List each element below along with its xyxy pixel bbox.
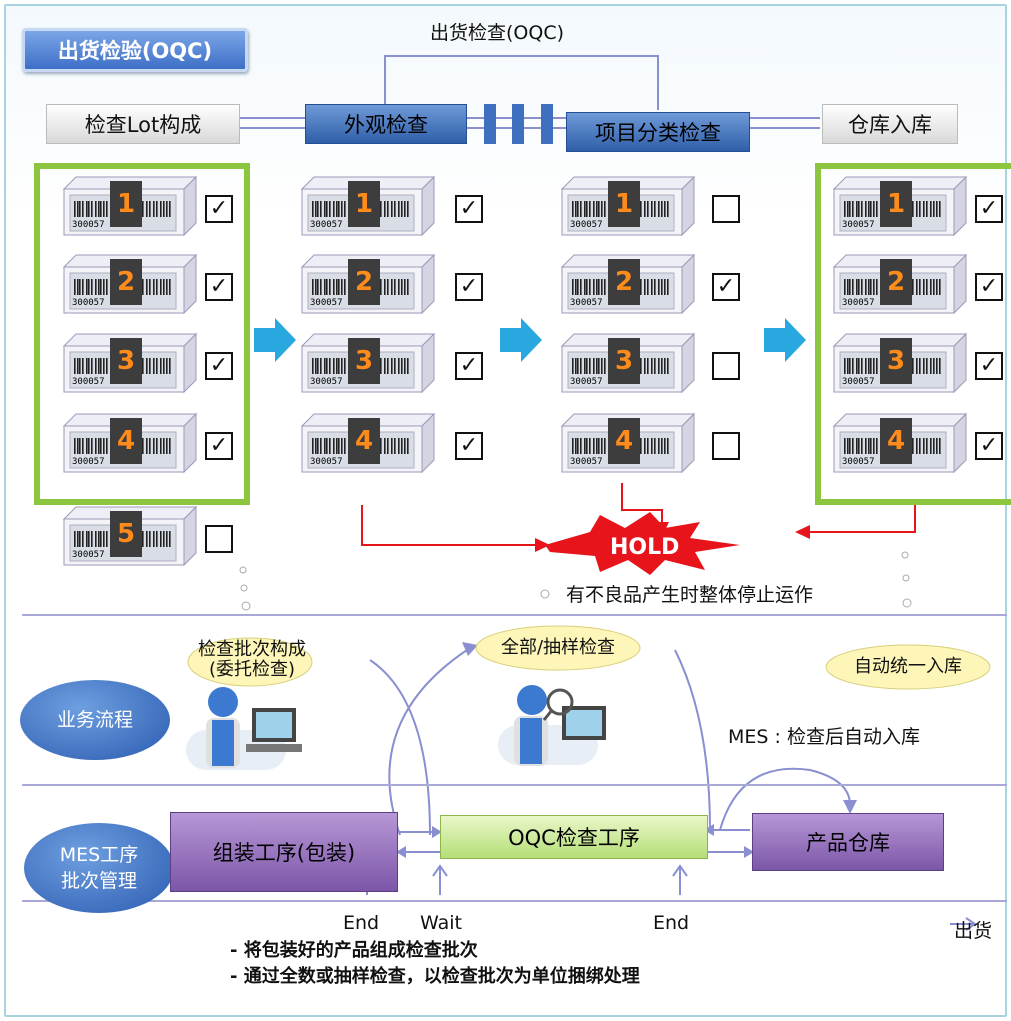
box-code-text: 300057 xyxy=(72,550,105,560)
box-number-col2-3: 3 xyxy=(348,338,380,384)
oqc-loop-label: 出货检查(OQC) xyxy=(430,22,565,44)
box-code-text: 300057 xyxy=(842,457,875,467)
person-magnifier-icon xyxy=(498,685,606,766)
divider-3 xyxy=(22,900,1007,902)
box-code-text: 300057 xyxy=(570,220,603,230)
box-number-col4-3: 3 xyxy=(880,338,912,384)
checkbox-col3-3[interactable] xyxy=(712,352,740,380)
box-number-col1-4: 4 xyxy=(110,418,142,464)
box-number-col2-1: 1 xyxy=(348,181,380,227)
proc-product-warehouse: 产品仓库 xyxy=(752,813,944,871)
box-code-text: 300057 xyxy=(310,220,343,230)
box-number-col3-2: 2 xyxy=(608,259,640,305)
box-code-text: 300057 xyxy=(570,377,603,387)
checkbox-col4-2[interactable]: ✓ xyxy=(975,273,1003,301)
mes-auto-entry-note: MES : 检查后自动入库 xyxy=(728,726,920,748)
end-label-2: End xyxy=(653,912,690,934)
cloud-full-sample-inspection: 全部/抽样检查 xyxy=(500,637,616,658)
product-box-col4-2: 300057 xyxy=(832,253,968,315)
checkbox-col3-1[interactable] xyxy=(712,195,740,223)
box-code-text: 300057 xyxy=(570,457,603,467)
checkbox-col3-4[interactable] xyxy=(712,432,740,460)
note-1: - 将包装好的产品组成检查批次 xyxy=(230,940,478,961)
checkbox-col2-2[interactable]: ✓ xyxy=(455,273,483,301)
note-2: - 通过全数或抽样检查，以检查批次为单位捆绑处理 xyxy=(230,966,640,987)
box-number-col2-2: 2 xyxy=(348,259,380,305)
box-code-text: 300057 xyxy=(72,457,105,467)
checkbox-col1-4[interactable]: ✓ xyxy=(205,432,233,460)
checkbox-col1-5[interactable] xyxy=(205,525,233,553)
page-title: 出货检验(OQC) xyxy=(22,28,248,72)
box-number-col1-2: 2 xyxy=(110,259,142,305)
box-code-text: 300057 xyxy=(72,298,105,308)
divider-1 xyxy=(22,614,1007,616)
box-number-col3-4: 4 xyxy=(608,418,640,464)
checkbox-col1-3[interactable]: ✓ xyxy=(205,352,233,380)
stage-item-inspection: 项目分类检查 xyxy=(566,112,750,152)
box-number-col1-5: 5 xyxy=(110,511,142,557)
stage-lot-composition: 检查Lot构成 xyxy=(46,104,240,144)
box-number-col1-3: 3 xyxy=(110,338,142,384)
box-number-col3-3: 3 xyxy=(608,338,640,384)
mes-lot-management-label: MES工序 批次管理 xyxy=(24,823,174,913)
box-number-col4-4: 4 xyxy=(880,418,912,464)
notes: - 将包装好的产品组成检查批次 - 通过全数或抽样检查，以检查批次为单位捆绑处理 xyxy=(230,938,640,990)
lot-frame-left xyxy=(34,163,250,505)
proc-assembly-packaging: 组装工序(包装) xyxy=(170,812,398,892)
stage-visual-inspection: 外观检查 xyxy=(305,104,467,144)
lot-frame-right xyxy=(815,163,1011,505)
box-code-text: 300057 xyxy=(842,298,875,308)
box-code-text: 300057 xyxy=(842,377,875,387)
hold-burst xyxy=(545,512,740,575)
checkbox-col1-2[interactable]: ✓ xyxy=(205,273,233,301)
checkbox-col2-3[interactable]: ✓ xyxy=(455,352,483,380)
checkbox-col3-2[interactable]: ✓ xyxy=(712,273,740,301)
box-number-col4-1: 1 xyxy=(880,181,912,227)
box-code-text: 300057 xyxy=(310,298,343,308)
box-number-col4-2: 2 xyxy=(880,259,912,305)
cloud-lot-composition: 检查批次构成 (委托检查) xyxy=(198,639,306,680)
checkbox-col2-4[interactable]: ✓ xyxy=(455,432,483,460)
checkbox-col2-1[interactable]: ✓ xyxy=(455,195,483,223)
box-code-text: 300057 xyxy=(310,377,343,387)
checkbox-col1-1[interactable]: ✓ xyxy=(205,195,233,223)
divider-2 xyxy=(22,784,1007,786)
box-number-col1-1: 1 xyxy=(110,181,142,227)
checkbox-col4-3[interactable]: ✓ xyxy=(975,352,1003,380)
box-code-text: 300057 xyxy=(570,298,603,308)
box-code-text: 300057 xyxy=(310,457,343,467)
business-flow-label: 业务流程 xyxy=(20,680,170,760)
hold-caption: 有不良品产生时整体停止运作 xyxy=(566,584,814,606)
checkbox-col4-1[interactable]: ✓ xyxy=(975,195,1003,223)
box-code-text: 300057 xyxy=(72,220,105,230)
stage-warehouse-entry: 仓库入库 xyxy=(822,104,958,144)
box-number-col3-1: 1 xyxy=(608,181,640,227)
proc-oqc-inspection: OQC检查工序 xyxy=(440,815,708,859)
frame-border xyxy=(4,4,1007,1017)
ship-label: 出货 xyxy=(954,920,993,942)
hold-label: HOLD xyxy=(610,535,680,560)
person-computer-icon xyxy=(186,687,302,770)
cloud-auto-entry: 自动统一入库 xyxy=(854,656,962,677)
checkbox-col4-4[interactable]: ✓ xyxy=(975,432,1003,460)
box-number-col2-4: 4 xyxy=(348,418,380,464)
box-code-text: 300057 xyxy=(72,377,105,387)
end-label-1: End xyxy=(343,912,380,934)
wait-label: Wait xyxy=(420,912,462,934)
box-code-text: 300057 xyxy=(842,220,875,230)
